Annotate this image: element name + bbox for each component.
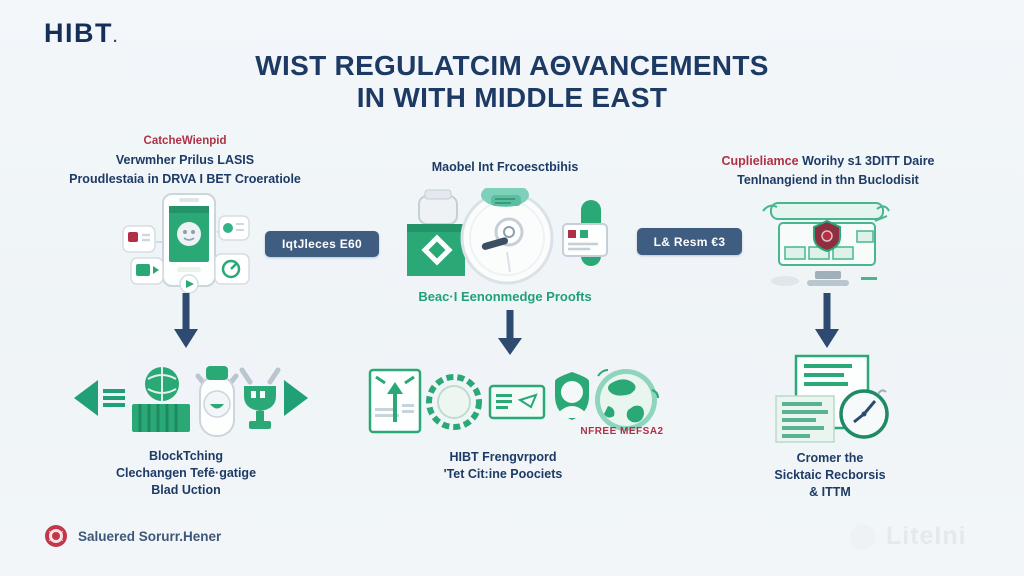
left-header-red: CatcheWienpid — [143, 135, 227, 147]
watermark-circle-icon — [850, 523, 876, 550]
middle-green-caption: Beac·I Eenonmedge Proofts — [418, 289, 592, 304]
down-arrow-icon — [498, 310, 522, 355]
watermark-text: LiteIni — [886, 522, 967, 550]
right-caption-line1: Cromer the — [796, 451, 864, 465]
right-header-red: Cuplieliamce — [721, 154, 799, 168]
left-caption-line2: Clechangen Tefē·gatige — [115, 466, 257, 480]
right-caption-line2: Sicktaic Recborsis — [774, 468, 886, 482]
globe-red-label: NFREE MEFSA2 — [580, 426, 664, 437]
right-header-rest: Worihy s1 3DITT Daire — [798, 154, 935, 168]
right-caption-line3: & ITTM — [809, 485, 851, 499]
analysis-gauge-illustration-icon — [407, 188, 608, 285]
brand-logo-dot: . — [113, 29, 119, 46]
process-button-right[interactable]: L& Resm €3 — [637, 228, 742, 255]
middle-caption-line1: HIBT Frengvrpord — [449, 450, 557, 464]
watermark: LiteIni — [850, 522, 967, 551]
page-title-line2: IN WITH MIDDLE EAST — [356, 82, 668, 113]
left-header-line3: Proudlestaia in DRVA I BET Croeratiole — [69, 172, 301, 186]
left-header-line2: Verwmher Prilus LASIS — [115, 153, 255, 167]
mobile-app-illustration-icon — [122, 193, 250, 294]
down-arrow-icon — [174, 293, 198, 348]
right-bottom-caption: Cromer the Sicktaic Recborsis & ITTM — [720, 450, 940, 501]
process-button-left[interactable]: IqtJleces E60 — [265, 231, 379, 257]
records-report-clock-icon — [775, 354, 889, 443]
left-column-header: CatcheWienpid Verwmher Prilus LASIS Prou… — [55, 132, 315, 189]
left-caption-line1: BlockTching — [148, 449, 224, 463]
footer-source: Saluered Sorurr.Hener — [44, 524, 221, 548]
left-caption-line3: Blad Uction — [151, 483, 221, 497]
middle-caption-line2: 'Tet Cit:ine Poociets — [443, 467, 563, 481]
middle-column-header: Maobel Int Frcoesctbihis — [385, 158, 625, 177]
down-arrow-icon — [815, 293, 839, 348]
page-title: WIST REGULATCIM AΘVANCEMENTS IN WITH MID… — [0, 50, 1024, 114]
middle-header-line1: Maobel Int Frcoesctbihis — [431, 160, 579, 174]
brand-logo: HIBT. — [44, 18, 119, 49]
right-column-header: Cuplieliamce Worihy s1 3DITT Daire Tenln… — [697, 152, 959, 190]
right-header-line1: Cuplieliamce Worihy s1 3DITT Daire — [697, 152, 959, 171]
blockchain-exchange-icons-icon — [74, 366, 308, 437]
framework-policy-icons-icon — [368, 368, 659, 434]
compliance-desk-illustration-icon — [762, 202, 890, 286]
left-bottom-caption: BlockTching Clechangen Tefē·gatige Blad … — [66, 448, 306, 499]
middle-bottom-caption: HIBT Frengvrpord 'Tet Cit:ine Poociets — [383, 449, 623, 483]
seal-icon — [45, 525, 67, 547]
right-header-line2: Tenlnangiend in thn Buclodisit — [737, 173, 919, 187]
footer-source-text: Saluered Sorurr.Hener — [78, 528, 222, 544]
brand-logo-text: HIBT — [44, 18, 113, 48]
page-title-line1: WIST REGULATCIM AΘVANCEMENTS — [255, 50, 769, 81]
